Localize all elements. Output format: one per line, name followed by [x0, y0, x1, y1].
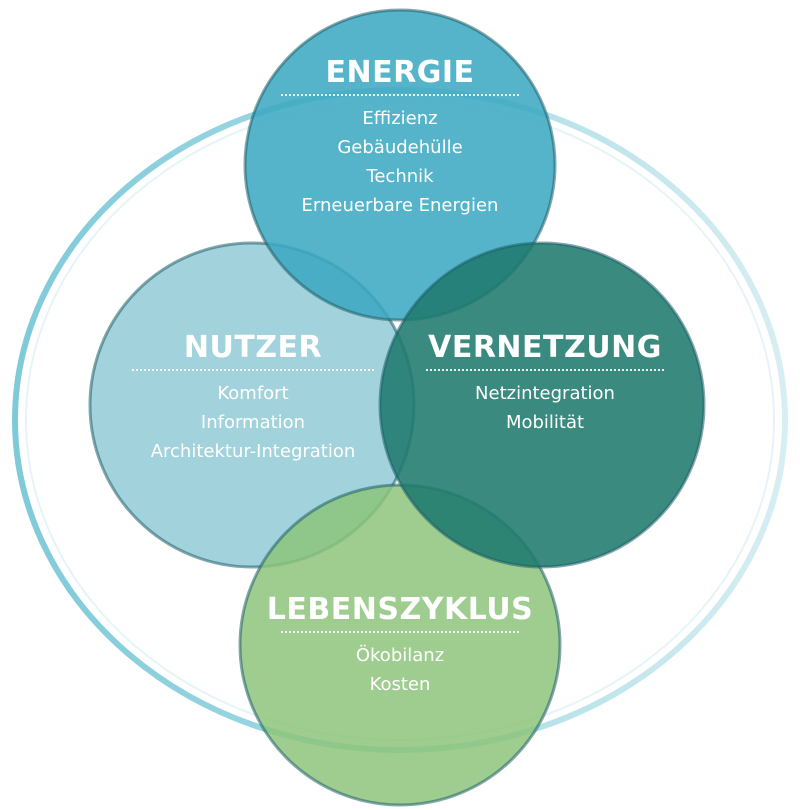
vernetzung-item-2: Mobilität: [505, 412, 585, 433]
lebenszyklus-divider: [281, 631, 519, 633]
energie-item-3: Technik: [366, 166, 434, 187]
circle-vernetzung: [378, 241, 706, 569]
vernetzung-label-group: VERNETZUNG Netzintegration Mobilität: [420, 330, 670, 437]
lebenszyklus-title: LEBENSZYKLUS: [266, 592, 534, 627]
lebenszyklus-item-1: Ökobilanz: [355, 645, 445, 666]
energie-title: ENERGIE: [325, 55, 475, 90]
nutzer-divider: [132, 369, 374, 371]
nutzer-label-group: NUTZER Komfort Information Architektur-I…: [125, 330, 381, 466]
energie-item-4: Erneuerbare Energien: [301, 195, 499, 216]
nutzer-item-1: Komfort: [217, 383, 289, 404]
energie-divider: [281, 94, 519, 96]
lebenszyklus-label-group: LEBENSZYKLUS Ökobilanz Kosten: [265, 592, 535, 699]
vernetzung-item-1: Netzintegration: [475, 383, 615, 404]
nutzer-title: NUTZER: [183, 330, 323, 365]
vernetzung-divider: [426, 369, 664, 371]
lebenszyklus-item-2: Kosten: [369, 674, 431, 695]
energie-item-1: Effizienz: [362, 108, 438, 129]
nutzer-item-3: Architektur-Integration: [150, 441, 356, 462]
energie-label-group: ENERGIE Effizienz Gebäudehülle Technik E…: [270, 55, 530, 220]
energie-item-2: Gebäudehülle: [337, 137, 463, 158]
circle-energie: [243, 8, 557, 322]
vernetzung-title: VERNETZUNG: [428, 330, 662, 365]
nutzer-item-2: Information: [200, 412, 306, 433]
